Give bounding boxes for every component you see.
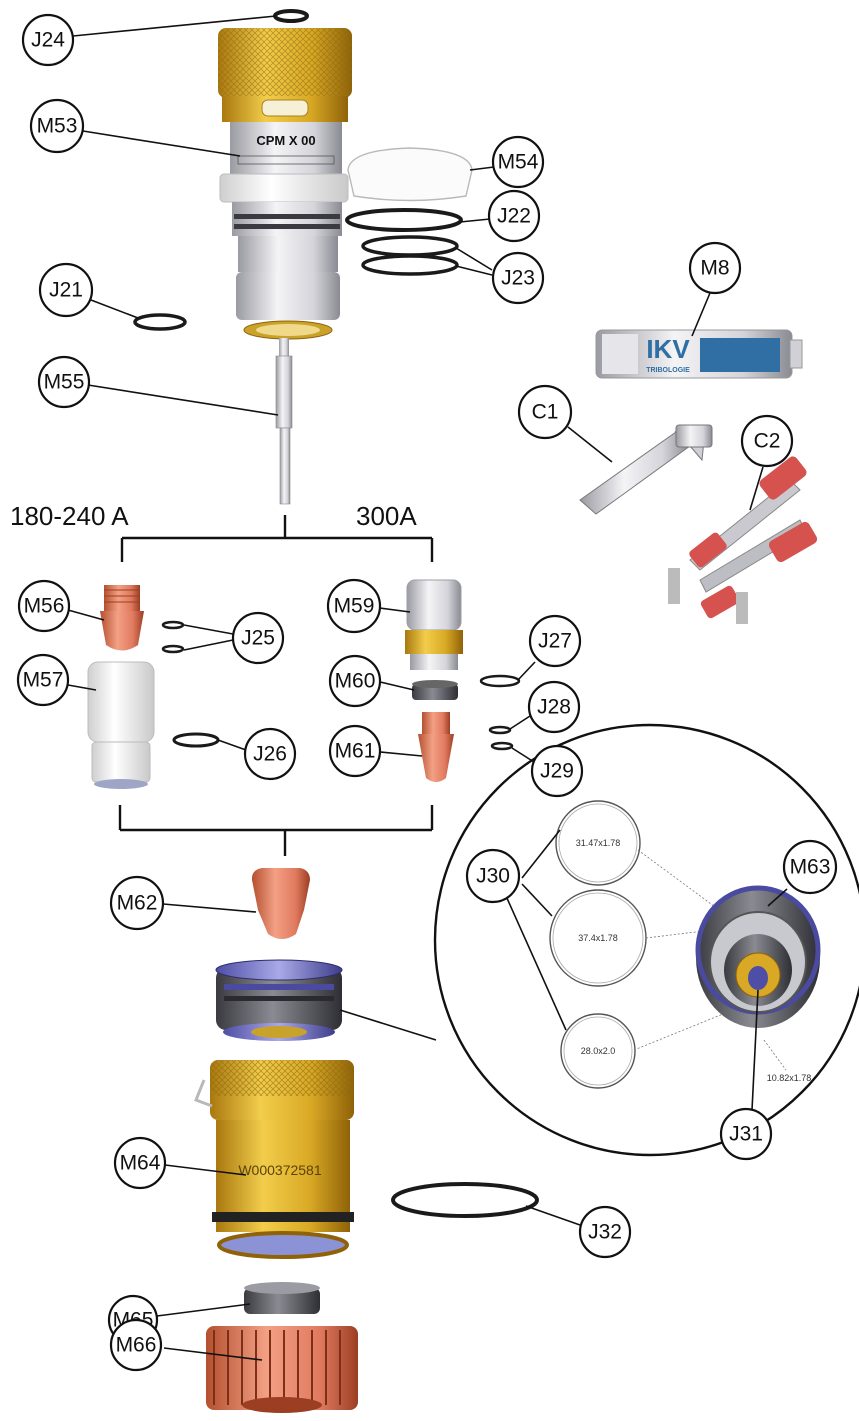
callout-M55: M55 bbox=[39, 357, 89, 407]
oring-j29 bbox=[492, 743, 512, 749]
oring-j25-b bbox=[163, 646, 183, 652]
callout-J24: J24 bbox=[23, 15, 73, 65]
tube-brand-text: IKV bbox=[646, 334, 690, 364]
nozzle-m62 bbox=[252, 868, 310, 939]
callout-label: J24 bbox=[31, 29, 65, 52]
callout-label: C1 bbox=[532, 401, 559, 424]
group-bracket-bottom bbox=[120, 805, 432, 856]
callout-label: C2 bbox=[754, 430, 781, 453]
retaining-cap-m64: W000372581 bbox=[196, 1060, 354, 1257]
callout-label: J28 bbox=[537, 696, 571, 719]
oring-size-2: 37.4x1.78 bbox=[578, 933, 618, 943]
callout-label: M66 bbox=[116, 1334, 157, 1357]
callout-M56: M56 bbox=[19, 581, 69, 631]
oring-size-4: 10.82x1.78 bbox=[767, 1073, 812, 1083]
callout-M62: M62 bbox=[111, 877, 163, 929]
callout-label: J30 bbox=[476, 865, 510, 888]
deflector-m66 bbox=[206, 1326, 358, 1413]
callout-J29: J29 bbox=[532, 746, 582, 796]
torch-model-text: CPM X 00 bbox=[256, 133, 315, 148]
callout-J30: J30 bbox=[467, 850, 519, 902]
electrode-m61 bbox=[418, 712, 454, 782]
callout-label: J23 bbox=[501, 267, 535, 290]
callout-label: M56 bbox=[24, 595, 65, 618]
group-label-right: 300A bbox=[356, 501, 417, 531]
callout-M63: M63 bbox=[784, 841, 836, 893]
callout-label: M57 bbox=[23, 669, 64, 692]
callout-M57: M57 bbox=[18, 655, 68, 705]
callout-J32: J32 bbox=[580, 1207, 630, 1257]
tube-subtitle-text: TRIBOLOGIE bbox=[646, 367, 690, 374]
insulator-m60 bbox=[412, 680, 458, 700]
oring-j25-a bbox=[163, 622, 183, 628]
callout-M54: M54 bbox=[493, 137, 543, 187]
oring-j26 bbox=[174, 734, 218, 746]
callout-J21: J21 bbox=[40, 264, 92, 316]
callout-J25: J25 bbox=[233, 613, 283, 663]
torch-head-assembly: CPM X 00 bbox=[218, 11, 352, 339]
oring-size-1: 31.47x1.78 bbox=[576, 838, 621, 848]
sleeve-and-orings bbox=[347, 148, 472, 274]
callout-J26: J26 bbox=[245, 729, 295, 779]
callout-M64: M64 bbox=[115, 1138, 165, 1188]
callout-label: J31 bbox=[729, 1123, 763, 1146]
callout-label: J32 bbox=[588, 1221, 622, 1244]
callout-label: J21 bbox=[49, 279, 83, 302]
callout-J27: J27 bbox=[530, 616, 580, 666]
swirl-ring-m57 bbox=[88, 662, 154, 789]
group-label-left: 180-240 A bbox=[10, 501, 129, 531]
callout-label: J29 bbox=[540, 760, 574, 783]
oring-j32 bbox=[393, 1184, 537, 1216]
retaining-ring-m63-main bbox=[216, 960, 342, 1041]
callout-label: J22 bbox=[497, 205, 531, 228]
electrode-rod-m55 bbox=[276, 338, 292, 504]
shield-m65 bbox=[244, 1282, 320, 1314]
detail-view: 31.47x1.78 37.4x1.78 28.0x2.0 10.82x1.78 bbox=[340, 725, 859, 1155]
oring-j22 bbox=[347, 210, 461, 230]
callout-label: M64 bbox=[120, 1152, 161, 1175]
retaining-ring-m63-detail bbox=[696, 888, 820, 1028]
hex-key-c1 bbox=[580, 425, 712, 514]
oring-j28 bbox=[490, 727, 510, 733]
oring-size-3: 28.0x2.0 bbox=[581, 1046, 616, 1056]
callout-label: M54 bbox=[498, 151, 539, 174]
oring-j24 bbox=[275, 11, 307, 21]
callout-label: M62 bbox=[117, 892, 158, 915]
oring-j27 bbox=[481, 676, 519, 686]
callout-C1: C1 bbox=[519, 386, 571, 438]
callout-M8: M8 bbox=[690, 243, 740, 293]
electrode-m56 bbox=[100, 585, 144, 651]
puller-tool-c2 bbox=[668, 454, 819, 624]
oring-j23-b bbox=[363, 256, 457, 274]
swirl-ring-m59 bbox=[405, 580, 463, 670]
callout-label: M61 bbox=[335, 740, 376, 763]
callout-J28: J28 bbox=[529, 682, 579, 732]
callout-label: J25 bbox=[241, 627, 275, 650]
callout-label: J26 bbox=[253, 743, 287, 766]
grease-tube-m8: IKV TRIBOLOGIE bbox=[596, 330, 802, 378]
oring-j23-a bbox=[363, 237, 457, 255]
callout-label: M63 bbox=[790, 856, 831, 879]
callout-C2: C2 bbox=[742, 416, 792, 466]
callout-label: M8 bbox=[700, 257, 729, 280]
callout-label: M55 bbox=[44, 371, 85, 394]
callout-label: M59 bbox=[334, 595, 375, 618]
callout-J23: J23 bbox=[493, 253, 543, 303]
callout-label: M53 bbox=[37, 115, 78, 138]
callout-M61: M61 bbox=[330, 726, 380, 776]
callout-M53: M53 bbox=[31, 100, 83, 152]
oring-j21 bbox=[135, 315, 185, 329]
callout-M60: M60 bbox=[330, 656, 380, 706]
callout-label: J27 bbox=[538, 630, 572, 653]
cap-code-text: W000372581 bbox=[238, 1162, 322, 1178]
callout-J22: J22 bbox=[489, 191, 539, 241]
callout-M66: M66 bbox=[111, 1320, 161, 1370]
callout-J31: J31 bbox=[721, 1109, 771, 1159]
callout-label: M60 bbox=[335, 670, 376, 693]
callout-M59: M59 bbox=[328, 580, 380, 632]
